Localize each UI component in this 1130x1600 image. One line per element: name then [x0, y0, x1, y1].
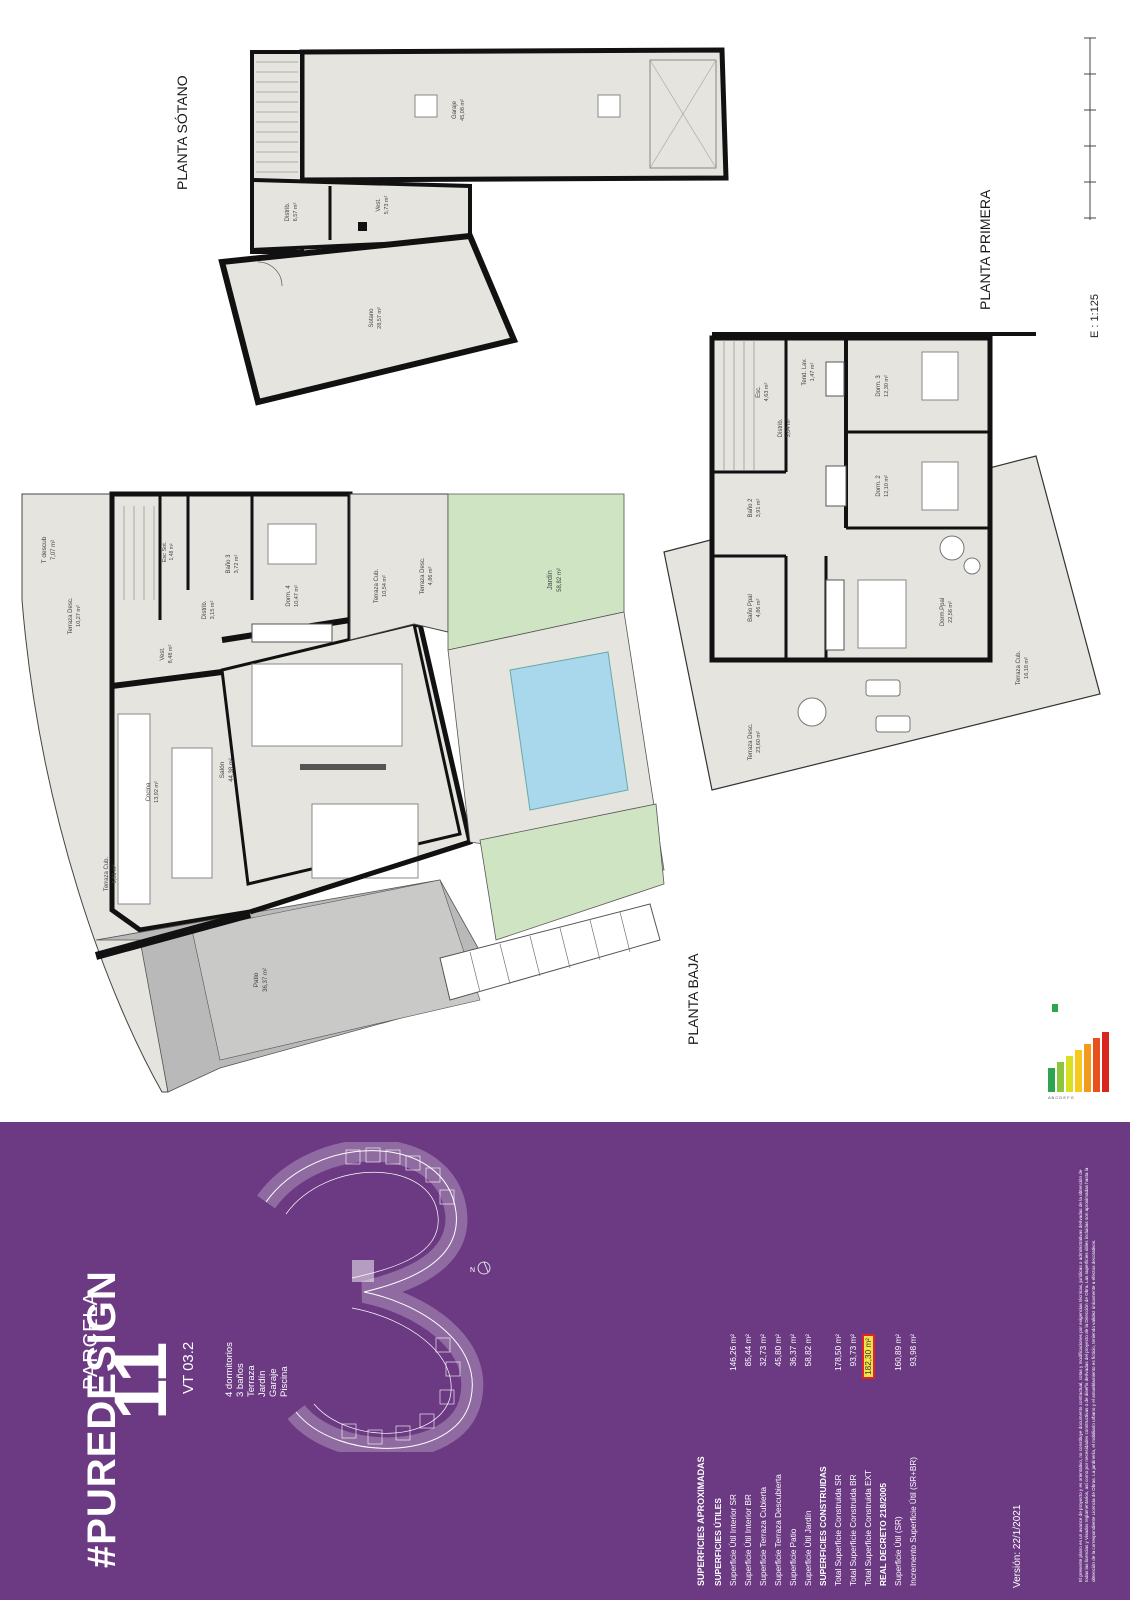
room-area: 1,48 m² — [169, 543, 175, 560]
room-label: Esc. — [756, 386, 762, 398]
room-area: 13,92 m² — [154, 781, 160, 803]
plan-baja-title: PLANTA BAJA — [685, 953, 701, 1045]
room-area: 4,86 m² — [428, 567, 434, 586]
room-area: 28,57 m² — [377, 307, 383, 329]
plan-sotano-title: PLANTA SÓTANO — [174, 75, 190, 190]
room-area: 3,15 m² — [210, 601, 216, 620]
plan-sotano: PLANTA SÓTANO Garaje 45,08 m² Distrib. 6… — [174, 47, 729, 406]
plan-primera-title: PLANTA PRIMERA — [977, 189, 993, 310]
room-label: Dorm. 4 — [286, 585, 292, 607]
parcela-number: 11 — [99, 1341, 182, 1420]
info-band: #PUREDESIGN PARCELA 11 VT 03.2 4 dormito… — [0, 1122, 1130, 1600]
disclaimer-text: El presente plano es un avance de proyec… — [1078, 1167, 1096, 1582]
room-area: 3,91 m² — [756, 499, 762, 518]
energy-rating-icon: A B C D E F G — [1048, 1004, 1109, 1100]
room-area: 10,47 m² — [294, 585, 300, 607]
room-label: Garaje — [452, 100, 458, 119]
room-area: 10,54 m² — [382, 575, 388, 597]
room-area: 6,57 m² — [293, 203, 299, 222]
room-area: 7,07 m² — [51, 540, 57, 560]
room-area: 58,82 m² — [557, 568, 563, 592]
room-area: 22,56 m² — [948, 601, 954, 623]
floor-plans-drawing: PLANTA SÓTANO Garaje 45,08 m² Distrib. 6… — [21, 37, 1109, 1100]
highlight-value: 182,30 m² — [862, 1334, 875, 1379]
room-area: 12,30 m² — [884, 375, 890, 397]
rd-title: REAL DECRETO 218/2005 — [878, 1482, 888, 1586]
room-area: 36,37 m² — [263, 968, 269, 992]
room-label: Salón — [219, 761, 226, 778]
model-code: VT 03.2 — [180, 1341, 197, 1394]
plan-baja: PLANTA BAJA T descub 7,07 m² Terraza Des… — [21, 491, 701, 1093]
construidas-title: SUPERFICIES CONSTRUIDAS — [818, 1466, 828, 1586]
room-label: Dorm. 2 — [876, 475, 882, 497]
scale-label: E : 1:125 — [1089, 294, 1101, 338]
room-label: Vest. — [376, 198, 382, 212]
surfaces-title: SUPERFICIES APROXIMADAS — [696, 1456, 706, 1586]
table-row: Incremento Superficie Útil (SR+BR)93,98 … — [909, 1334, 918, 1586]
room-label: Sotano — [369, 308, 375, 328]
room-area: 10,27 m² — [76, 605, 82, 627]
utiles-title: SUPERFICIES ÚTILES — [713, 1498, 723, 1586]
room-label: Terraza Cub. — [104, 856, 110, 891]
room-label: Patio — [253, 972, 260, 987]
room-area: 3,04 m² — [786, 419, 792, 438]
room-label: Terraza Desc. — [68, 597, 74, 634]
room-area: 4,86 m² — [756, 599, 762, 618]
room-area: 23,60 m² — [756, 731, 762, 753]
feature-item: 3 baños — [235, 1363, 246, 1397]
scale-bar: E : 1:125 — [1084, 37, 1101, 338]
room-label: Esc Sot. — [162, 541, 168, 562]
room-area: 3,72 m² — [234, 555, 240, 574]
room-label: Dorm. 3 — [876, 375, 882, 397]
room-area: 12,10 m² — [884, 475, 890, 497]
room-area: 45,08 m² — [460, 99, 466, 121]
room-label: Dorm.Ppal — [940, 598, 946, 626]
table-row: Superficie Útil (SR)160,89 m² — [894, 1334, 903, 1586]
room-area: 1,47 m² — [810, 363, 816, 382]
room-label: Tend. Lav. — [802, 358, 808, 386]
version-label: Versión: 22/1/2021 — [1012, 1504, 1023, 1588]
room-area: 6,91 m² — [112, 865, 118, 884]
north-label: N — [470, 1267, 475, 1274]
room-label: Jardín — [547, 570, 554, 590]
room-area: 44,38 m² — [229, 758, 235, 782]
room-label: Baño Ppal — [748, 594, 754, 622]
room-label: Distrib. — [285, 202, 291, 221]
energy-scale-letters: A B C D E F G — [1048, 1095, 1074, 1100]
room-label: Vest. — [160, 647, 166, 661]
room-area: 16,18 m² — [1024, 657, 1030, 679]
room-label: Distrib. — [778, 418, 784, 437]
room-area: 5,73 m² — [384, 196, 390, 215]
room-label: Terraza Desc. — [420, 557, 426, 594]
room-label: Terraza Cub. — [1016, 650, 1022, 685]
room-label: Cocina — [146, 782, 152, 801]
room-area: 4,63 m² — [764, 383, 770, 402]
room-label: T descub — [41, 536, 48, 563]
room-label: Distrib. — [202, 600, 208, 619]
room-label: Terraza Cub. — [374, 568, 380, 603]
site-map: N — [257, 1142, 491, 1452]
room-label: Baño 2 — [748, 498, 754, 518]
feature-item: 4 dormitorios — [224, 1342, 235, 1397]
plan-primera: PLANTA PRIMERA Esc. 4,63 m² Tend. Lav. 1… — [663, 189, 1101, 791]
floor-plans-area: PLANTA SÓTANO Garaje 45,08 m² Distrib. 6… — [21, 37, 1109, 1100]
room-area: 8,48 m² — [168, 645, 174, 664]
room-label: Terraza Desc. — [748, 723, 754, 760]
room-label: Baño 3 — [226, 554, 232, 574]
surfaces-table: SUPERFICIES APROXIMADAS SUPERFICIES ÚTIL… — [694, 1266, 921, 1586]
